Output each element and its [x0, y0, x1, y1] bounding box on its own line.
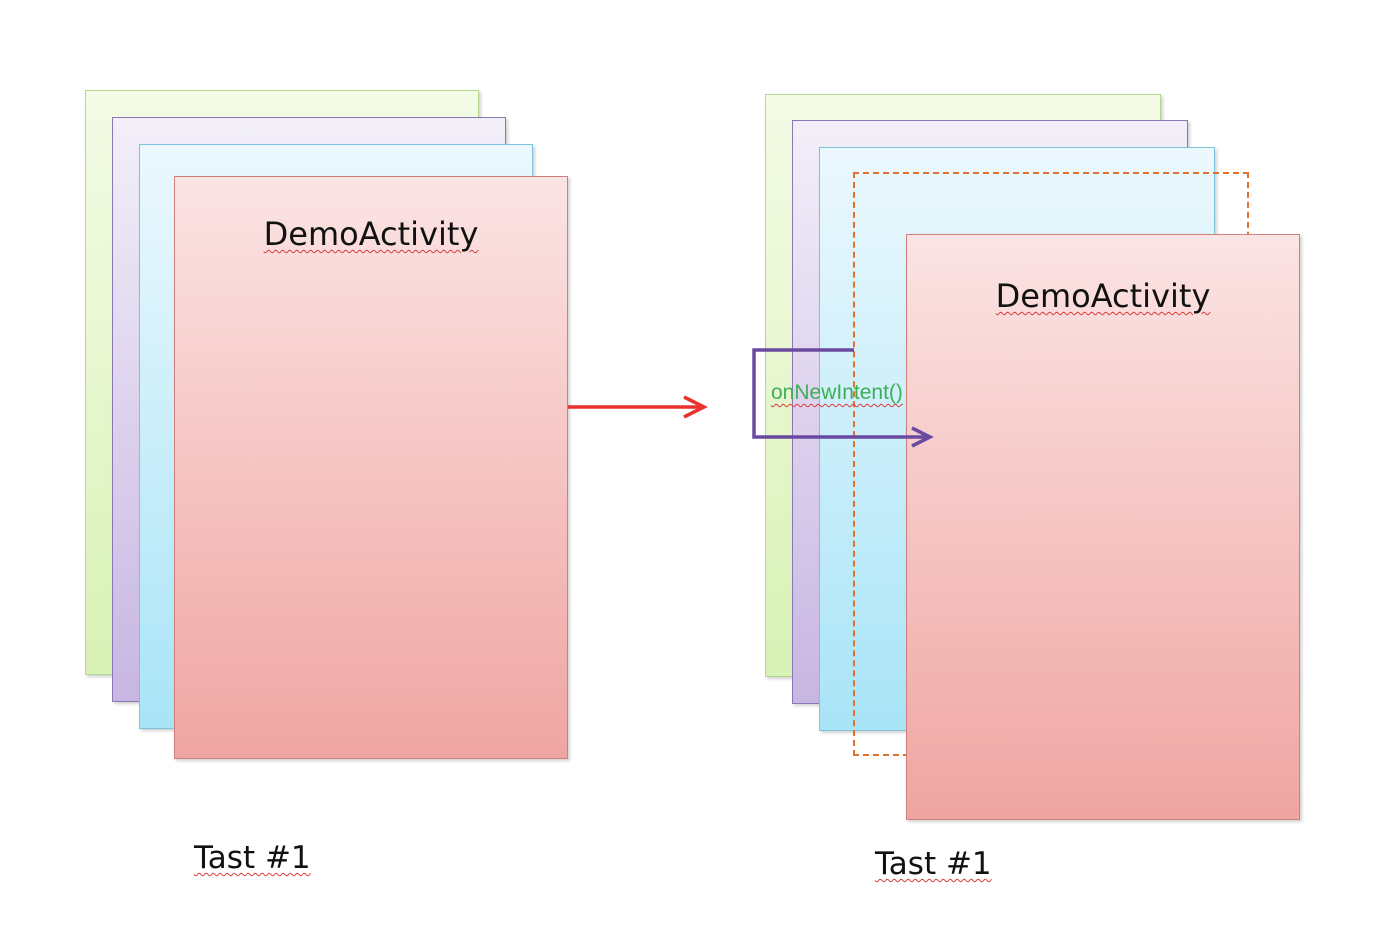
left-demoactivity-label: DemoActivity	[263, 215, 479, 253]
onnewintent-label: onNewIntent()	[771, 381, 903, 404]
onnewintent-callback-arrow	[752, 348, 934, 448]
right-demoactivity-label: DemoActivity	[995, 277, 1211, 315]
right-stack-demoactivity-card: DemoActivity	[906, 234, 1300, 820]
transition-arrow	[568, 395, 708, 419]
right-task-label: Tast #1	[875, 846, 992, 882]
left-stack-demoactivity-card: DemoActivity	[174, 176, 568, 759]
left-task-label: Tast #1	[194, 840, 311, 876]
